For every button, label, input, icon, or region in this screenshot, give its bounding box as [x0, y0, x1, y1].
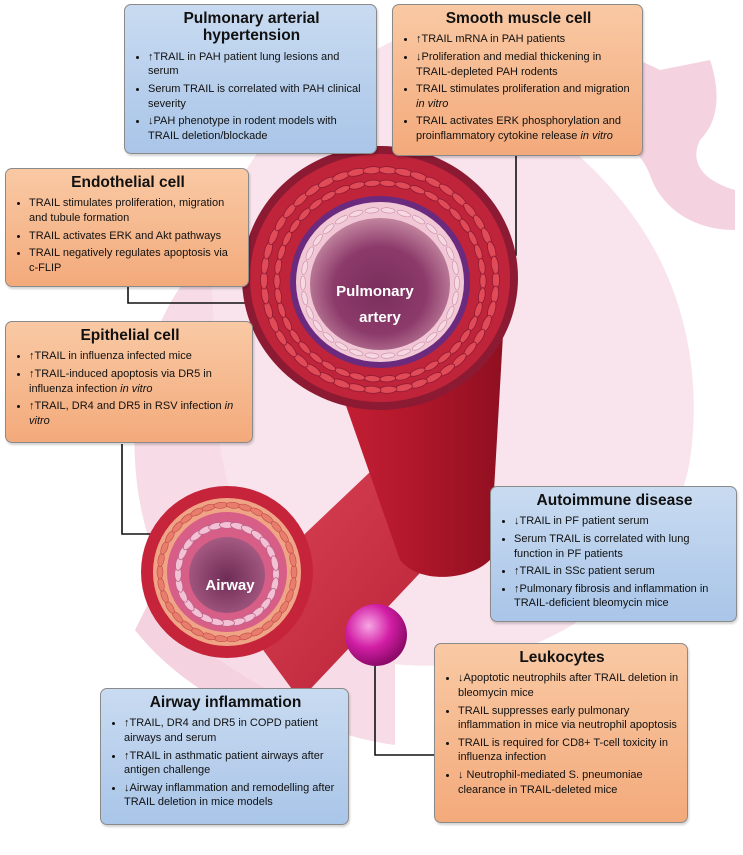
airway-inflammation-title: Airway inflammation: [149, 694, 302, 711]
leukocyte-icon: [345, 604, 407, 666]
epithelial-item: ↑TRAIL, DR4 and DR5 in RSV infection in …: [29, 399, 244, 428]
cell-shape: [349, 210, 364, 218]
airway-inflammation-box: Airway inflammation ↑TRAIL, DR4 and DR5 …: [100, 688, 349, 825]
leukocytes-item: TRAIL suppresses early pulmonary inflamm…: [458, 704, 679, 733]
cell-shape: [290, 564, 298, 580]
leukocytes-title: Leukocytes: [519, 649, 605, 666]
pah-title: Pulmonary arterial hypertension: [183, 10, 320, 45]
connector-leukocytes: [374, 641, 434, 756]
smooth-muscle-item: ↑TRAIL mRNA in PAH patients: [416, 32, 634, 47]
pah-item: ↓PAH phenotype in rodent models with TRA…: [148, 114, 368, 143]
cell-shape: [396, 348, 411, 356]
endothelial-item: TRAIL activates ERK and Akt pathways: [29, 229, 240, 244]
autoimmune-item: ↓TRAIL in PF patient serum: [514, 514, 728, 529]
smooth-muscle-item: TRAIL activates ERK phosphorylation and …: [416, 114, 634, 143]
connector-endothelial: [127, 287, 300, 304]
autoimmune-item: ↑Pulmonary fibrosis and inflammation in …: [514, 582, 728, 611]
endothelial-box: Endothelial cell TRAIL stimulates prolif…: [5, 168, 249, 287]
airway-label: Airway: [205, 577, 255, 594]
cell-shape: [334, 341, 348, 351]
cell-shape: [322, 223, 335, 235]
cell-shape: [349, 348, 364, 356]
cell-shape: [437, 233, 448, 247]
cell-shape: [425, 331, 438, 343]
smooth-muscle-box: Smooth muscle cell ↑TRAIL mRNA in PAH pa…: [392, 4, 643, 156]
airway-inflammation-item: ↑TRAIL, DR4 and DR5 in COPD patient airw…: [124, 716, 340, 745]
cell-shape: [301, 291, 308, 306]
cell-shape: [478, 258, 486, 275]
cell-shape: [273, 272, 281, 290]
airway-inflammation-item: ↑TRAIL in asthmatic patient airways afte…: [124, 749, 340, 778]
cell-shape: [452, 260, 459, 275]
cell-shape: [301, 260, 308, 275]
epithelial-box: Epithelial cell ↑TRAIL in influenza infe…: [5, 321, 253, 443]
cell-shape: [380, 352, 396, 359]
cell-shape: [364, 352, 380, 359]
cell-shape: [396, 210, 411, 218]
airway-inflammation-item: ↓Airway inflammation and remodelling aft…: [124, 781, 340, 810]
cell-shape: [412, 341, 426, 351]
leukocytes-item: ↓Apoptotic neutrophils after TRAIL delet…: [458, 671, 679, 700]
epithelial-item: ↑TRAIL-induced apoptosis via DR5 in infl…: [29, 367, 244, 396]
cell-shape: [289, 552, 297, 567]
smooth-muscle-item: TRAIL stimulates proliferation and migra…: [416, 82, 634, 111]
cell-shape: [490, 255, 500, 275]
cell-shape: [156, 564, 164, 580]
autoimmune-item: ↑TRAIL in SSc patient serum: [514, 564, 728, 579]
epithelial-title: Epithelial cell: [80, 327, 180, 344]
endothelial-item: TRAIL negatively regulates apoptosis via…: [29, 246, 240, 275]
airway-cross-section: Airway: [141, 486, 313, 658]
leukocytes-box: Leukocytes ↓Apoptotic neutrophils after …: [434, 643, 688, 823]
cell-shape: [454, 275, 460, 291]
cell-shape: [479, 272, 487, 290]
cell-shape: [425, 223, 438, 235]
leukocytes-item: ↓ Neutrophil-mediated S. pneumoniae clea…: [458, 768, 679, 797]
cell-shape: [437, 319, 448, 333]
cell-shape: [270, 555, 279, 571]
epithelial-item: ↑TRAIL in influenza infected mice: [29, 349, 244, 364]
cell-shape: [305, 246, 314, 261]
artery-label: Pulmonary artery: [336, 283, 418, 326]
cell-shape: [322, 331, 335, 343]
cell-shape: [446, 305, 455, 320]
pah-box: Pulmonary arterial hypertension ↑TRAIL i…: [124, 4, 377, 154]
cell-shape: [312, 233, 323, 247]
autoimmune-item: Serum TRAIL is correlated with lung func…: [514, 532, 728, 561]
cell-shape: [300, 275, 306, 291]
cell-shape: [364, 207, 380, 214]
pah-item: Serum TRAIL is correlated with PAH clini…: [148, 82, 368, 111]
cell-shape: [452, 291, 459, 306]
pah-item: ↑TRAIL in PAH patient lung lesions and s…: [148, 50, 368, 79]
smooth-muscle-title: Smooth muscle cell: [445, 10, 592, 27]
autoimmune-box: Autoimmune disease ↓TRAIL in PF patient …: [490, 486, 737, 622]
cell-shape: [305, 305, 314, 320]
endothelial-title: Endothelial cell: [71, 174, 185, 191]
cell-shape: [380, 207, 396, 214]
cell-shape: [446, 246, 455, 261]
smooth-muscle-item: ↓Proliferation and medial thickening in …: [416, 50, 634, 79]
endothelial-item: TRAIL stimulates proliferation, migratio…: [29, 196, 240, 225]
leukocytes-item: TRAIL is required for CD8+ T-cell toxici…: [458, 736, 679, 765]
artery-cross-section: Pulmonary artery: [242, 146, 518, 410]
cell-shape: [312, 319, 323, 333]
autoimmune-title: Autoimmune disease: [536, 492, 693, 509]
cell-shape: [334, 215, 348, 225]
cell-shape: [412, 215, 426, 225]
